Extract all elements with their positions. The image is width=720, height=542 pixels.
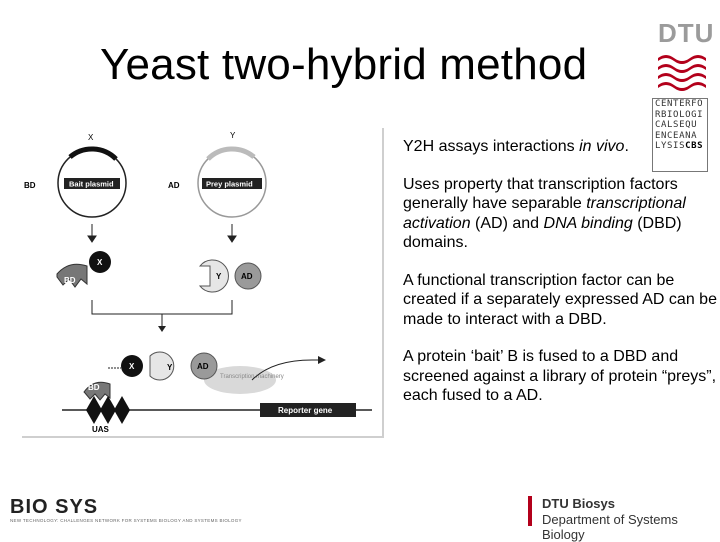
label-bd-mid: BD (64, 276, 76, 285)
uas-diamonds (86, 396, 130, 424)
p1-emphasis: in vivo (579, 138, 624, 155)
label-x-mid: X (97, 258, 103, 267)
label-bd-left: BD (24, 181, 36, 190)
cbs-line: RBIOLOGI (653, 110, 707, 121)
label-transcription-machinery: Transcription machinery (220, 374, 284, 380)
dtu-biosys-line2: Department of Systems Biology (542, 512, 718, 542)
label-y-bottom: Y (167, 363, 173, 372)
y2h-figure: X Y BD AD Bait plasmid Prey plasmid BD X… (22, 128, 384, 438)
label-uas: UAS (92, 425, 110, 434)
prey-insert-arc (208, 149, 254, 159)
bait-plasmid-label: Bait plasmid (69, 180, 114, 189)
biosys-logo-word: BIO SYS (10, 496, 98, 519)
label-y-mid: Y (216, 272, 222, 281)
dtu-logo: DTU (652, 18, 712, 98)
dtu-biosys-line1: DTU Biosys (542, 496, 615, 511)
join-bracket (92, 300, 232, 314)
label-ad-mid: AD (241, 272, 253, 281)
y2h-diagram: X Y BD AD Bait plasmid Prey plasmid BD X… (22, 128, 382, 436)
dtu-biosys-logo: DTU Biosys Department of Systems Biology (528, 494, 718, 530)
label-y-top: Y (230, 131, 236, 140)
dtu-wave-icon (652, 18, 712, 98)
label-ad-bottom: AD (197, 362, 209, 371)
p1-text-end: . (624, 138, 628, 155)
down-arrows (88, 224, 236, 242)
p2-text-mid: (AD) and (471, 215, 544, 232)
biosys-logo: BIO SYS NEW TECHNOLOGY: CHALLENGES NETWO… (10, 492, 240, 528)
paragraph-4: A protein ‘bait’ B is fused to a DBD and… (403, 347, 720, 406)
paragraph-2: Uses property that transcription factors… (403, 175, 720, 253)
join-arrow-head (158, 326, 166, 332)
label-x-top: X (88, 133, 94, 142)
biosys-tagline: NEW TECHNOLOGY: CHALLENGES NETWORK FOR S… (10, 518, 242, 523)
body-text: Y2H assays interactions in vivo. Uses pr… (403, 137, 720, 424)
y-protein-mid (200, 260, 228, 292)
label-ad-left: AD (168, 181, 180, 190)
paragraph-1: Y2H assays interactions in vivo. (403, 137, 720, 157)
dtu-biosys-bar (528, 496, 532, 526)
label-x-bottom: X (129, 362, 135, 371)
p2-emphasis-dbd: DNA binding (544, 215, 633, 232)
p1-text: Y2H assays interactions (403, 138, 579, 155)
label-bd-bottom: BD (88, 383, 100, 392)
label-reporter-gene: Reporter gene (278, 406, 333, 415)
slide-title: Yeast two-hybrid method (100, 40, 587, 90)
cbs-line: CENTERFO (653, 99, 707, 110)
bait-insert-arc (70, 149, 116, 159)
paragraph-3: A functional transcription factor can be… (403, 271, 720, 330)
prey-plasmid-label: Prey plasmid (206, 180, 253, 189)
expression-arrow-head (318, 356, 326, 364)
cbs-line: CALSEQU (653, 120, 707, 131)
